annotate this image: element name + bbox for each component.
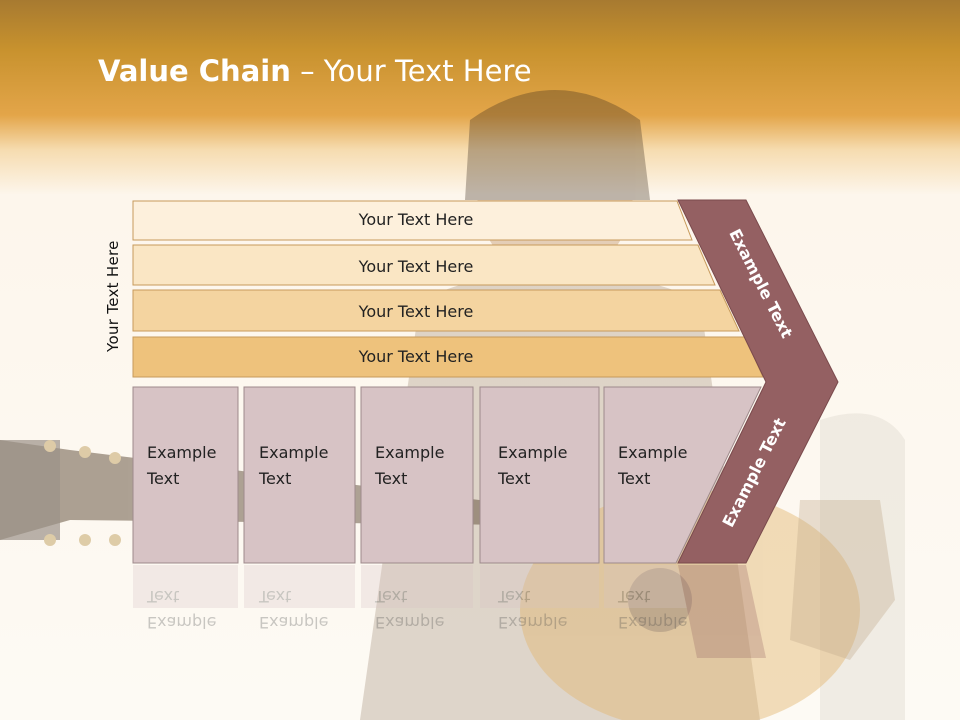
reflection-column-2 <box>244 565 355 608</box>
row-1-shape <box>132 200 693 241</box>
support-row-2: Your Text Here <box>132 244 716 286</box>
title-rest: – Your Text Here <box>290 54 532 88</box>
primary-column-1: Example Text <box>132 386 239 564</box>
reflection-col1-text: Example <box>147 613 216 632</box>
row-3-label: Your Text Here <box>358 302 474 321</box>
column-3-shape <box>360 386 474 564</box>
reflection-col3-text: Example <box>375 613 444 632</box>
column-2-line2: Text <box>258 469 291 488</box>
diagram-reflection: Example Text Example Text Example Text E… <box>133 565 766 658</box>
row-1-label: Your Text Here <box>358 210 474 229</box>
primary-column-5: Example Text <box>603 386 762 564</box>
column-3-line1: Example <box>375 443 444 462</box>
slide-title: Value Chain – Your Text Here <box>98 54 532 88</box>
chevron-shape <box>677 199 839 564</box>
reflection-col3-text2: Text <box>374 587 407 606</box>
column-4-line2: Text <box>497 469 530 488</box>
reflection-col1-text2: Text <box>146 587 179 606</box>
column-3-line2: Text <box>374 469 407 488</box>
row-3-shape <box>132 289 740 332</box>
column-5-line1: Example <box>618 443 687 462</box>
row-4-label: Your Text Here <box>358 347 474 366</box>
reflection-col4-text2: Text <box>497 587 530 606</box>
column-4-shape <box>479 386 600 564</box>
reflection-column-1 <box>133 565 238 608</box>
reflection-col5-text2: Text <box>617 587 650 606</box>
row-2-label: Your Text Here <box>358 257 474 276</box>
row-2-shape <box>132 244 716 286</box>
reflection-col2-text: Example <box>259 613 328 632</box>
column-2-line1: Example <box>259 443 328 462</box>
support-rows: Your Text Here Your Text Here Your Text … <box>132 200 764 378</box>
support-row-3: Your Text Here <box>132 289 740 332</box>
support-row-4: Your Text Here <box>132 336 764 378</box>
column-1-line1: Example <box>147 443 216 462</box>
primary-column-3: Example Text <box>360 386 474 564</box>
primary-column-4: Example Text <box>479 386 600 564</box>
column-2-shape <box>243 386 356 564</box>
primary-columns: Example Text Example Text Example Text E… <box>132 386 762 564</box>
reflection-col2-text2: Text <box>258 587 291 606</box>
primary-column-2: Example Text <box>243 386 356 564</box>
reflection-chevron <box>678 565 766 658</box>
column-4-line1: Example <box>498 443 567 462</box>
reflection-column-5 <box>604 565 697 608</box>
row-4-shape <box>132 336 764 378</box>
reflection-col5-text: Example <box>618 613 687 632</box>
margin-chevron: Example Text Example Text <box>677 199 839 564</box>
support-row-1: Your Text Here <box>132 200 693 241</box>
column-1-shape <box>132 386 239 564</box>
reflection-col4-text: Example <box>498 613 567 632</box>
column-1-line2: Text <box>146 469 179 488</box>
column-5-shape <box>603 386 762 564</box>
title-bold: Value Chain <box>98 54 291 88</box>
column-5-line2: Text <box>617 469 650 488</box>
reflection-column-3 <box>361 565 473 608</box>
reflection-column-4 <box>480 565 599 608</box>
